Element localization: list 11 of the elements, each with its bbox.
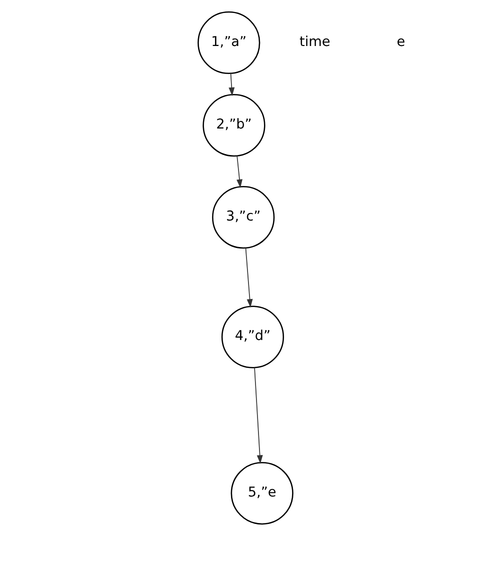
arrow (244, 248, 252, 308)
arrow (254, 367, 262, 464)
node-circle: 3,”c” (212, 186, 274, 249)
arrow (236, 156, 242, 188)
label: time (299, 34, 330, 50)
node-circle: 4,”d” (220, 306, 284, 368)
node-circle: 5,”e (230, 462, 293, 525)
arrow (228, 73, 234, 96)
node-circle: 1,”a” (197, 11, 260, 74)
label: e (396, 34, 405, 50)
node-circle: 2,”b” (202, 94, 265, 157)
